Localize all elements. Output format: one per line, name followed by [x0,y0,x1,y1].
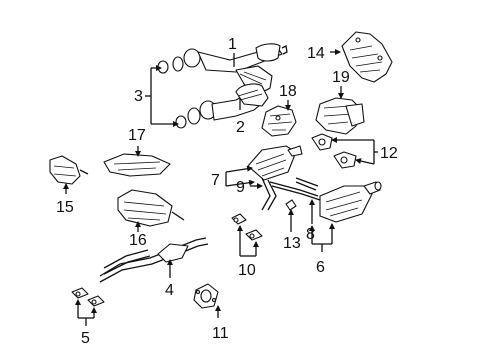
callout-19: 19 [332,69,350,86]
callout-6: 6 [316,259,325,276]
catalytic-converter-upper [157,43,288,93]
exhaust-hanger-upper [311,133,333,151]
rear-muffler [319,181,382,223]
callout-4: 4 [165,282,174,299]
callout-10: 10 [238,262,256,279]
callout-1: 1 [228,36,237,53]
callout-18: 18 [279,83,297,100]
flange-gasket [193,283,219,309]
clamp-lower [245,229,263,241]
callout-3: 3 [134,88,143,105]
callout-17: 17 [128,127,146,144]
heat-shield-15 [49,155,89,185]
heat-shield-bracket [315,97,365,135]
exhaust-hanger-lower [333,151,357,169]
clamp-upper [231,213,247,225]
callout-5: 5 [81,330,90,347]
callout-14: 14 [307,45,325,62]
catalytic-converter-lower [175,83,269,129]
intermediate-pipes [269,177,321,201]
callout-7: 7 [211,172,220,189]
callout-12: 12 [380,145,398,162]
callout-8: 8 [306,226,315,243]
callout-9: 9 [236,179,245,196]
resonator-muffler [247,145,303,211]
heat-shield-17 [103,153,171,177]
callout-11: 11 [212,325,229,342]
callout-2: 2 [236,119,245,136]
clamp-5a [71,287,89,299]
callout-16: 16 [129,232,147,249]
heat-shield-16 [117,189,185,227]
crossover-pipe [99,237,209,283]
clamp-5b [87,295,105,307]
callout-13: 13 [283,235,301,252]
callout-15: 15 [56,199,74,216]
pipe-clamp-13 [285,199,297,211]
heat-shield-upper [341,31,393,83]
heat-shield-small [261,105,297,137]
